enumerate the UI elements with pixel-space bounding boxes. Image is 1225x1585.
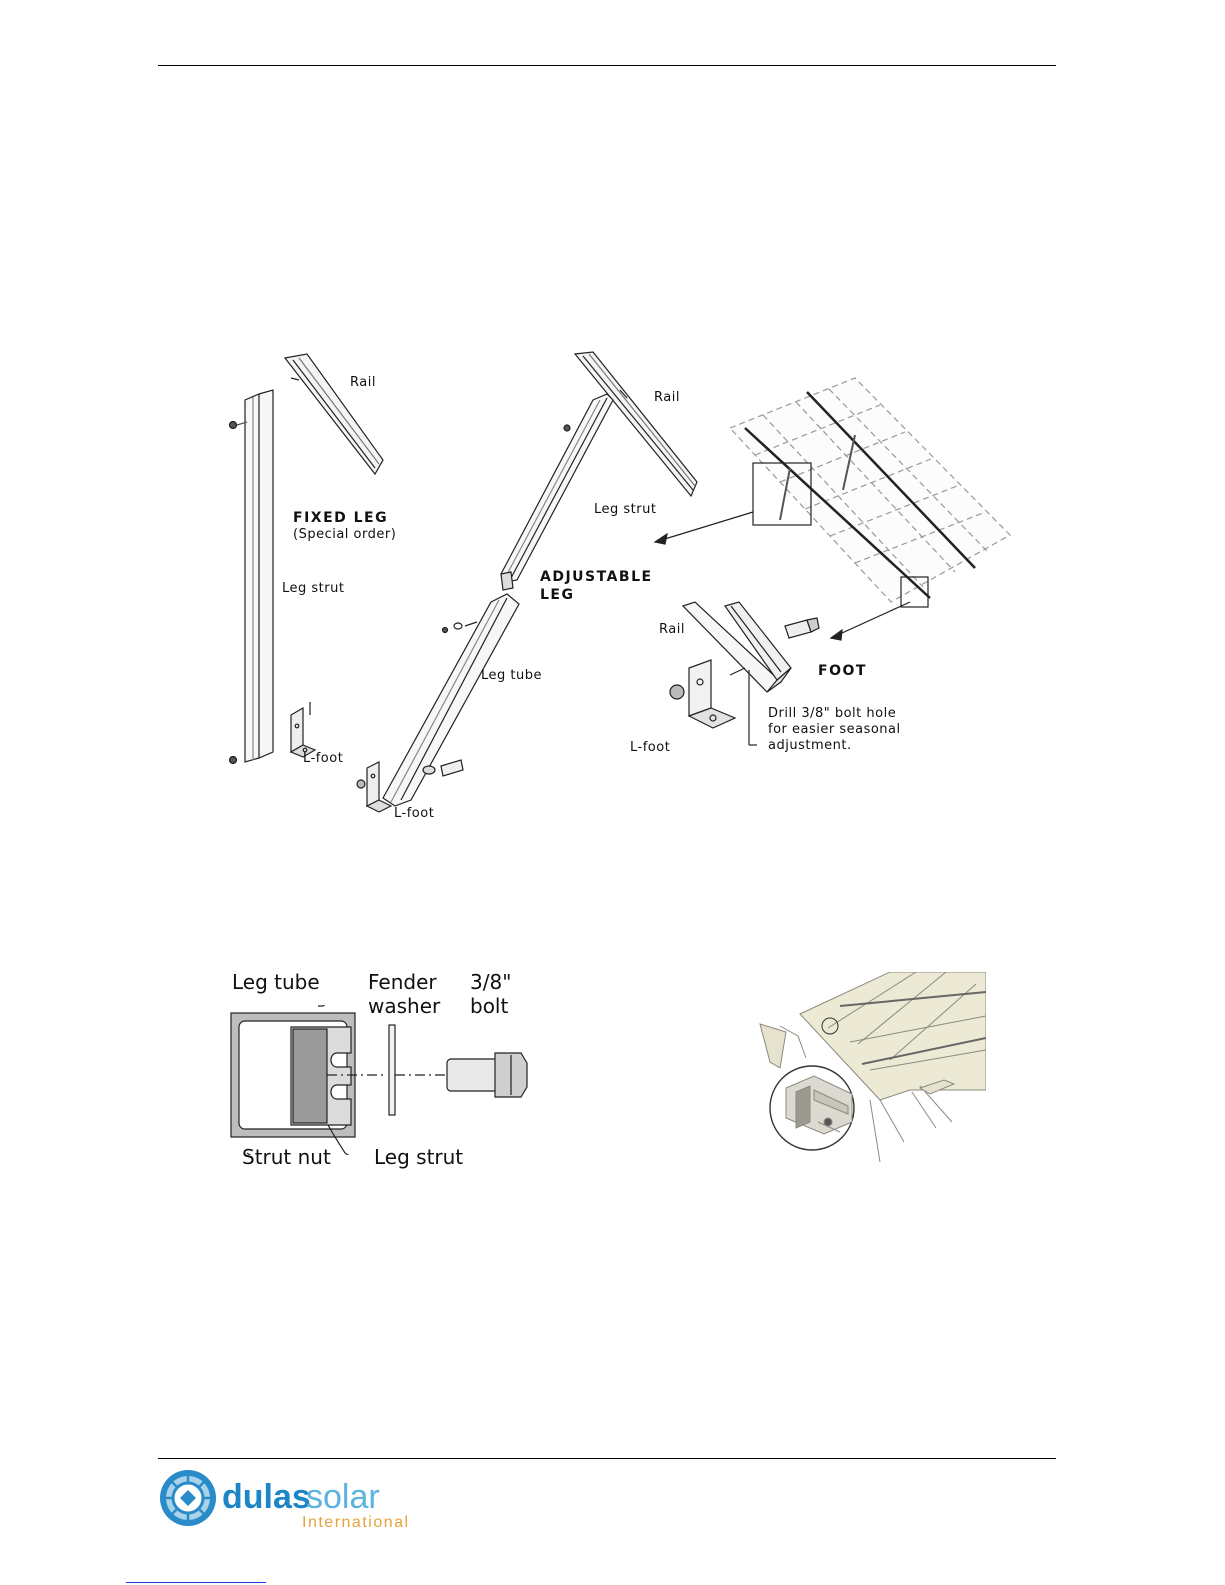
fixed-leg-title: FIXED LEG (293, 510, 388, 526)
fixed-leg-subtitle: (Special order) (293, 527, 396, 542)
fender-washer (389, 1025, 395, 1115)
fixed-leg-rail-label: Rail (350, 375, 376, 390)
adjustable-leg-foot (357, 762, 391, 812)
foot-detail-note-line3: adjustment. (768, 738, 852, 753)
fixed-leg-rail (285, 354, 383, 474)
adjustable-leg-strut-label: Leg strut (594, 502, 656, 517)
adjustable-leg-tube-label: Leg tube (481, 668, 542, 683)
bolt-callout-line1: 3/8" (470, 970, 511, 994)
cross-section-figure (225, 1005, 555, 1155)
fender-washer-callout-line2: washer (368, 994, 440, 1018)
leg-tube-callout: Leg tube (232, 970, 320, 994)
foot-detail-note-line2: for easier seasonal (768, 722, 901, 737)
logo-word-solar: solar (306, 1478, 380, 1516)
footer-link-underline (126, 1582, 266, 1583)
header-rule (158, 65, 1056, 66)
leg-strut-callout: Leg strut (374, 1145, 463, 1169)
strut-nut (293, 1029, 327, 1123)
footer-rule (158, 1458, 1056, 1459)
adjustable-leg-title-line2: LEG (540, 587, 574, 603)
logo-word-dulas: dulas (222, 1478, 311, 1516)
fixed-leg-strut-label: Leg strut (282, 581, 344, 596)
fixed-leg-strut (230, 378, 300, 764)
foot-detail-foot-label: L-foot (630, 740, 670, 755)
bolt-callout-line2: bolt (470, 994, 508, 1018)
adjustable-leg-foot-label: L-foot (394, 806, 434, 821)
sun-emblem-icon (160, 1470, 216, 1526)
array-overview (730, 378, 1010, 602)
strut-nut-callout: Strut nut (242, 1145, 331, 1169)
company-logo: dulas solar International (158, 1468, 414, 1530)
mounted-array-figure (740, 972, 986, 1168)
foot-detail-rail-label: Rail (659, 622, 685, 637)
foot-detail-note-line1: Drill 3/8" bolt hole (768, 706, 896, 721)
adjustable-leg-rail-label: Rail (654, 390, 680, 405)
adjustable-leg-title-line1: ADJUSTABLE (540, 569, 653, 585)
adjustable-leg-tube (383, 594, 519, 806)
logo-word-international: International (302, 1514, 410, 1530)
fixed-leg-foot (291, 702, 315, 757)
foot-detail-title: FOOT (818, 663, 867, 679)
fender-washer-callout-line1: Fender (368, 970, 437, 994)
adjustable-leg-strut (501, 394, 613, 590)
fixed-leg-foot-label: L-foot (303, 751, 343, 766)
